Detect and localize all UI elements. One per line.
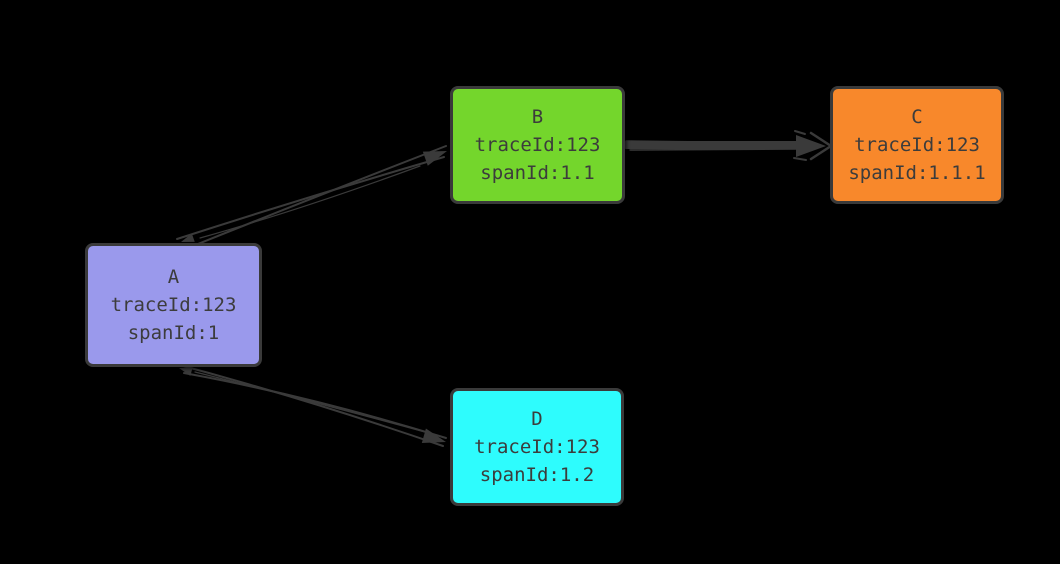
edge-a-to-b-strand xyxy=(187,145,447,249)
edge-b-to-c-arrowhead-icon xyxy=(796,135,826,157)
node-d-span-id: spanId:1.2 xyxy=(479,464,595,486)
node-b-trace-id: traceId:123 xyxy=(474,134,601,156)
node-b-label: B xyxy=(531,106,544,128)
node-d-label: D xyxy=(531,408,543,430)
edge-a-to-b xyxy=(176,145,447,249)
edge-a-to-b-strand xyxy=(199,165,421,239)
node-a-trace-id: traceId:123 xyxy=(110,294,237,316)
edge-b-to-c-sketch-tick xyxy=(794,130,806,135)
edge-a-to-d xyxy=(175,363,447,447)
node-d: D traceId:123 spanId:1.2 xyxy=(450,388,624,506)
edge-b-to-c-strand xyxy=(629,148,799,151)
node-b: B traceId:123 spanId:1.1 xyxy=(450,86,625,204)
edge-a-to-d-strand xyxy=(175,363,444,447)
node-c: C traceId:123 spanId:1.1.1 xyxy=(830,86,1004,204)
edge-a-to-d-arrowhead-icon xyxy=(421,428,446,443)
edge-b-to-c-sketch-tick xyxy=(793,157,807,161)
edge-a-to-b-strand xyxy=(176,156,445,240)
node-a: A traceId:123 spanId:1 xyxy=(85,243,262,367)
node-a-label: A xyxy=(167,266,180,288)
edge-a-to-b-arrowhead-icon xyxy=(422,151,447,166)
node-a-span-id: spanId:1 xyxy=(127,322,220,344)
node-c-label: C xyxy=(911,106,923,128)
edge-a-to-d-strand xyxy=(183,372,447,439)
edge-b-to-c-strand xyxy=(625,140,801,144)
node-c-span-id: spanId:1.1.1 xyxy=(848,162,986,184)
node-c-trace-id: traceId:123 xyxy=(854,134,980,156)
edge-a-to-d-strand xyxy=(194,371,426,433)
edge-b-to-c xyxy=(622,130,834,161)
edge-a-to-b-source-cap-icon xyxy=(181,233,195,242)
node-d-trace-id: traceId:123 xyxy=(474,436,600,458)
edge-a-to-d-source-cap-icon xyxy=(179,367,193,376)
node-b-span-id: spanId:1.1 xyxy=(480,162,595,184)
